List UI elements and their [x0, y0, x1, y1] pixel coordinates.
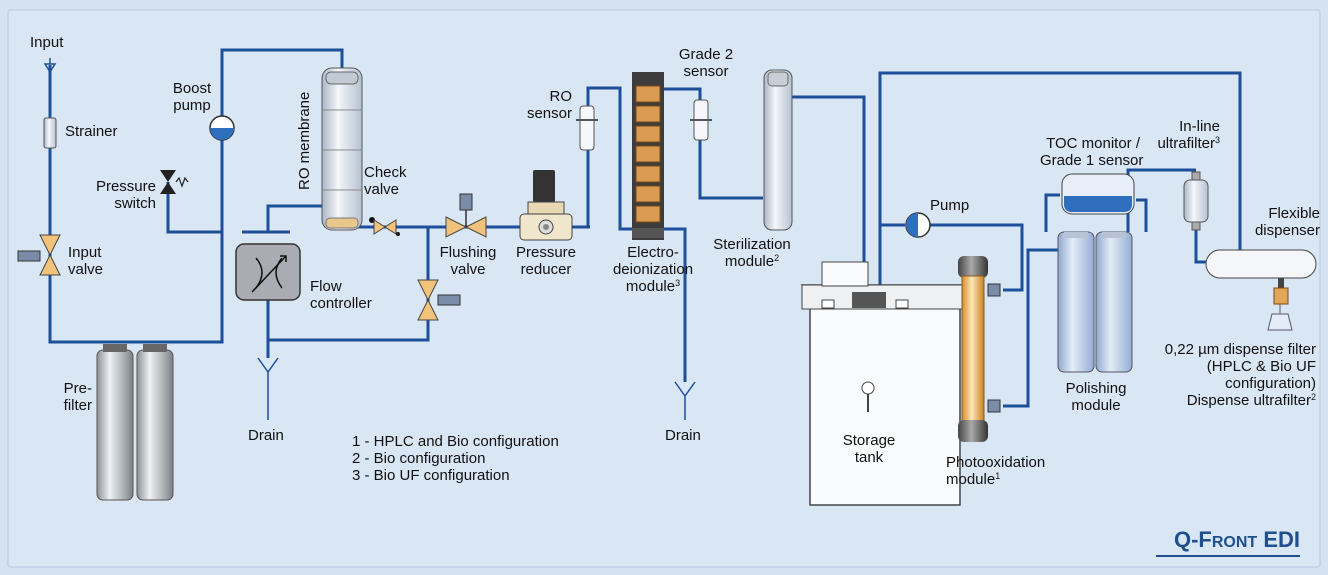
drain-mid-icon — [674, 381, 696, 420]
input-arrow-icon — [43, 58, 57, 74]
pump-icon — [905, 212, 931, 238]
prefilter-label: Pre-filter — [63, 380, 92, 414]
pressure-reducer-icon — [519, 170, 573, 241]
toc-monitor-icon — [1061, 173, 1135, 215]
input-label: Input — [30, 34, 64, 51]
drain-mid-label: Drain — [665, 427, 701, 444]
grade2-sensor-icon — [690, 99, 712, 141]
input-valve-icon — [17, 234, 61, 276]
drain-left-label: Drain — [248, 427, 284, 444]
flushing-valve-icon — [445, 193, 487, 238]
storage-tank-icon — [800, 261, 970, 506]
drain-valve-icon — [417, 279, 461, 321]
footnote-item: 2 - Bio configuration — [352, 450, 486, 467]
flexible-dispenser-icon — [1205, 249, 1317, 331]
sterilization-module-icon — [763, 69, 793, 231]
brand-title: Q-FRONT EDI — [1155, 527, 1300, 557]
check-valve-icon — [369, 217, 400, 236]
strainer-icon — [43, 117, 57, 149]
inline-ultrafilter-icon — [1183, 171, 1209, 231]
flow-controller-icon — [235, 243, 301, 301]
ro-sensor-icon — [576, 105, 598, 151]
edi-module-icon — [632, 72, 664, 240]
polishing-module-icon — [1057, 231, 1133, 373]
footnote-item: 3 - Bio UF configuration — [352, 467, 510, 484]
photooxidation-module-icon — [958, 256, 1001, 442]
prefilter-icon — [96, 344, 174, 501]
footnote-item: 1 - HPLC and Bio configuration — [352, 433, 559, 450]
pressure-switch-icon — [160, 170, 189, 194]
ro-membrane-label: RO membrane — [296, 91, 313, 190]
pump-label: Pump — [930, 197, 970, 214]
strainer-label: Strainer — [65, 123, 118, 140]
toc-monitor-label: TOC monitor /Grade 1 sensor — [1040, 135, 1144, 169]
boost-pump-icon — [209, 115, 235, 141]
footnotes: 1 - HPLC and Bio configuration 2 - Bio c… — [352, 433, 559, 484]
drain-left-icon — [257, 357, 279, 420]
ro-membrane-icon — [321, 67, 363, 231]
